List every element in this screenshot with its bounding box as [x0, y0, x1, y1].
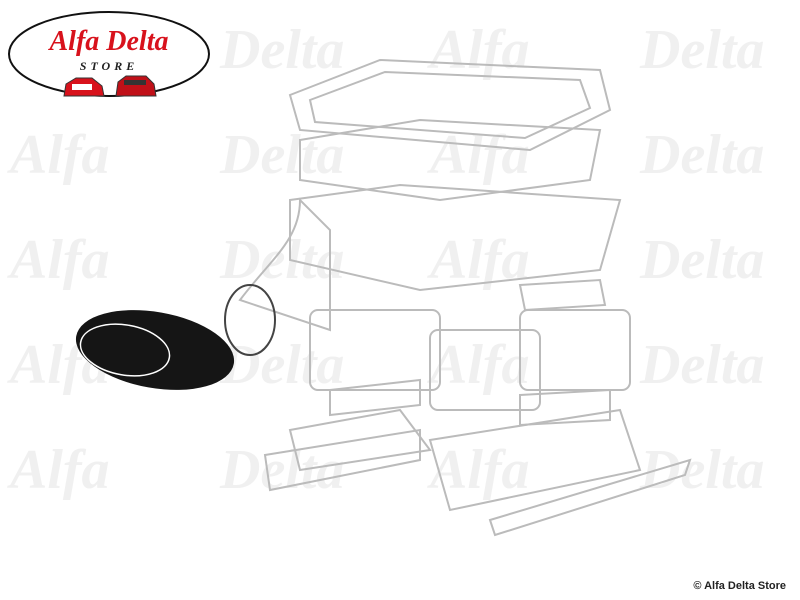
watermark-text: Alfa — [10, 439, 110, 501]
watermark-text: Delta — [640, 19, 765, 81]
watermark-text: Delta — [220, 229, 345, 291]
logo-tagline: STORE — [80, 59, 138, 73]
watermark-text: Delta — [640, 439, 765, 501]
logo-brand: Alfa Delta — [48, 26, 169, 57]
watermark-text: Alfa — [430, 334, 530, 396]
watermark-text: Delta — [640, 229, 765, 291]
car-icon — [63, 77, 105, 97]
watermark-text: Alfa — [430, 19, 530, 81]
watermark-text: Delta — [640, 124, 765, 186]
watermark-text: Alfa — [10, 124, 110, 186]
watermark-text: Delta — [220, 334, 345, 396]
watermark-text: Delta — [220, 439, 345, 501]
watermark-text: Delta — [640, 334, 765, 396]
watermark-text: Delta — [220, 19, 345, 81]
watermark-text: Alfa — [10, 229, 110, 291]
store-logo[interactable]: Alfa Delta STORE — [6, 8, 212, 104]
copyright-text: © Alfa Delta Store — [693, 580, 786, 592]
rubber-boot-highlight — [75, 284, 276, 390]
watermark-text: Alfa — [430, 439, 530, 501]
car-icon — [115, 75, 157, 97]
watermark-text: Delta — [220, 124, 345, 186]
